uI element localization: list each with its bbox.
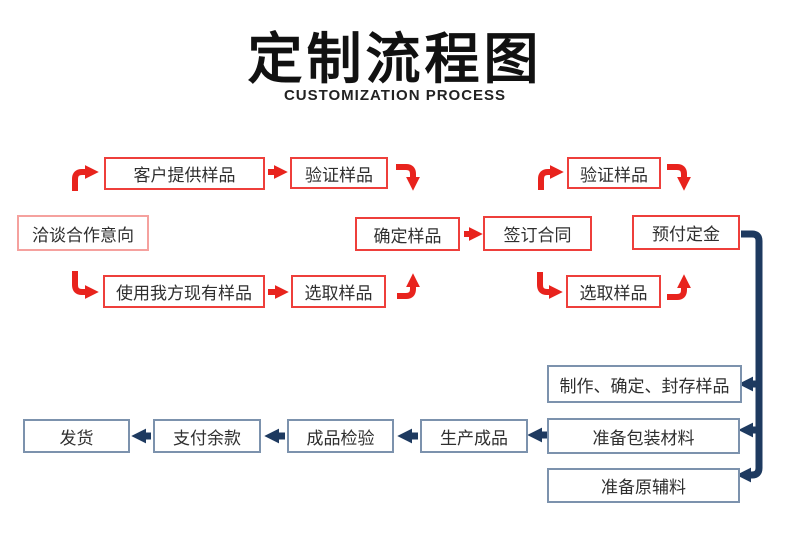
- node-confirm-sample: 确定样品: [355, 217, 460, 251]
- node-prepare-packaging-materials: 准备包装材料: [547, 418, 740, 454]
- page-subtitle: CUSTOMIZATION PROCESS: [283, 87, 507, 104]
- node-produce-finished-goods: 生产成品: [420, 419, 528, 453]
- node-prepare-raw-materials: 准备原辅料: [547, 468, 740, 503]
- node-pay-balance: 支付余款: [153, 419, 261, 453]
- node-prepay-deposit: 预付定金: [632, 215, 740, 250]
- node-verify-sample-left: 验证样品: [290, 157, 388, 189]
- node-select-sample-left: 选取样品: [291, 275, 386, 308]
- arrow-sign-to-verify-right: [538, 165, 564, 190]
- node-ship: 发货: [23, 419, 130, 453]
- node-negotiate-cooperation: 洽谈合作意向: [17, 215, 149, 251]
- arrow-verify-left-to-confirm: [396, 164, 420, 191]
- node-make-confirm-seal-sample: 制作、确定、封存样品: [547, 365, 742, 403]
- arrow-select-right-to-prepay: [667, 274, 691, 300]
- node-sign-contract: 签订合同: [483, 216, 592, 251]
- arrow-sign-to-select-right: [537, 272, 563, 299]
- arrow-verify-right-to-prepay: [667, 164, 691, 191]
- node-customer-provides-sample: 客户提供样品: [104, 157, 265, 190]
- arrow-select-left-to-confirm: [397, 273, 420, 299]
- node-verify-sample-right: 验证样品: [567, 157, 661, 189]
- node-finished-goods-inspection: 成品检验: [287, 419, 394, 453]
- node-select-sample-right: 选取样品: [566, 275, 661, 308]
- page-title: 定制流程图: [247, 28, 543, 90]
- arrow-negotiate-to-customer-sample: [72, 165, 99, 191]
- connector-prepay-to-right-column: [736, 230, 763, 483]
- arrow-negotiate-to-use-our-sample: [72, 271, 99, 299]
- node-use-our-existing-sample: 使用我方现有样品: [103, 275, 265, 308]
